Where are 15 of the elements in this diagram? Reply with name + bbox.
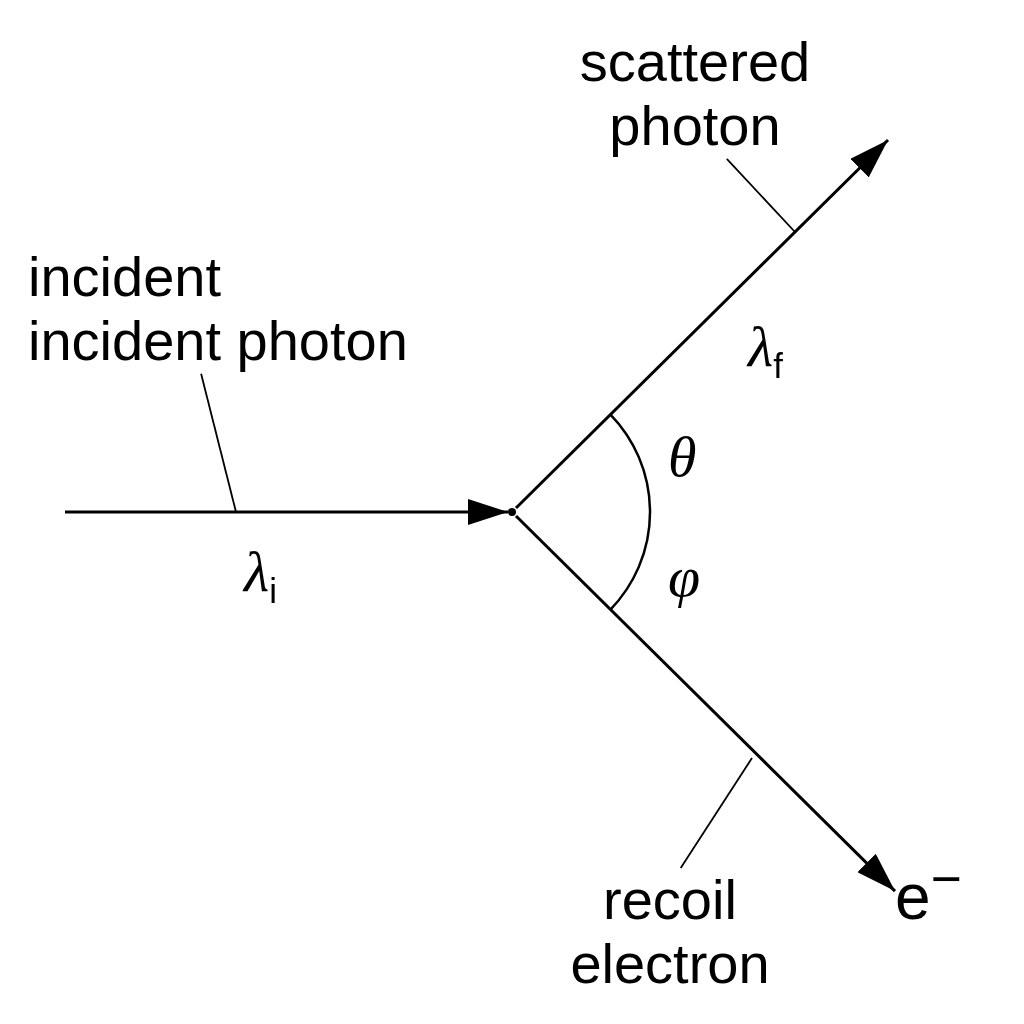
wavelength-label: λ$_{i}$ bbox=[244, 543, 277, 609]
angle-label: θ bbox=[668, 428, 697, 486]
scattering-point bbox=[508, 508, 516, 516]
arrow bbox=[514, 514, 897, 893]
leader-line bbox=[725, 157, 796, 233]
leader-line bbox=[679, 757, 753, 869]
arrow bbox=[65, 499, 508, 525]
arrow bbox=[514, 138, 890, 510]
leader-line bbox=[200, 372, 237, 513]
callout-text: incident incident photon bbox=[28, 245, 418, 374]
angle-label: φ bbox=[668, 548, 701, 606]
wavelength-label: λ$_{f}$ bbox=[748, 318, 783, 384]
callout-text: recoil electron bbox=[560, 868, 780, 997]
electron-symbol: e$^{−}$ bbox=[895, 852, 995, 930]
callout-text: scattered photon bbox=[565, 30, 825, 159]
